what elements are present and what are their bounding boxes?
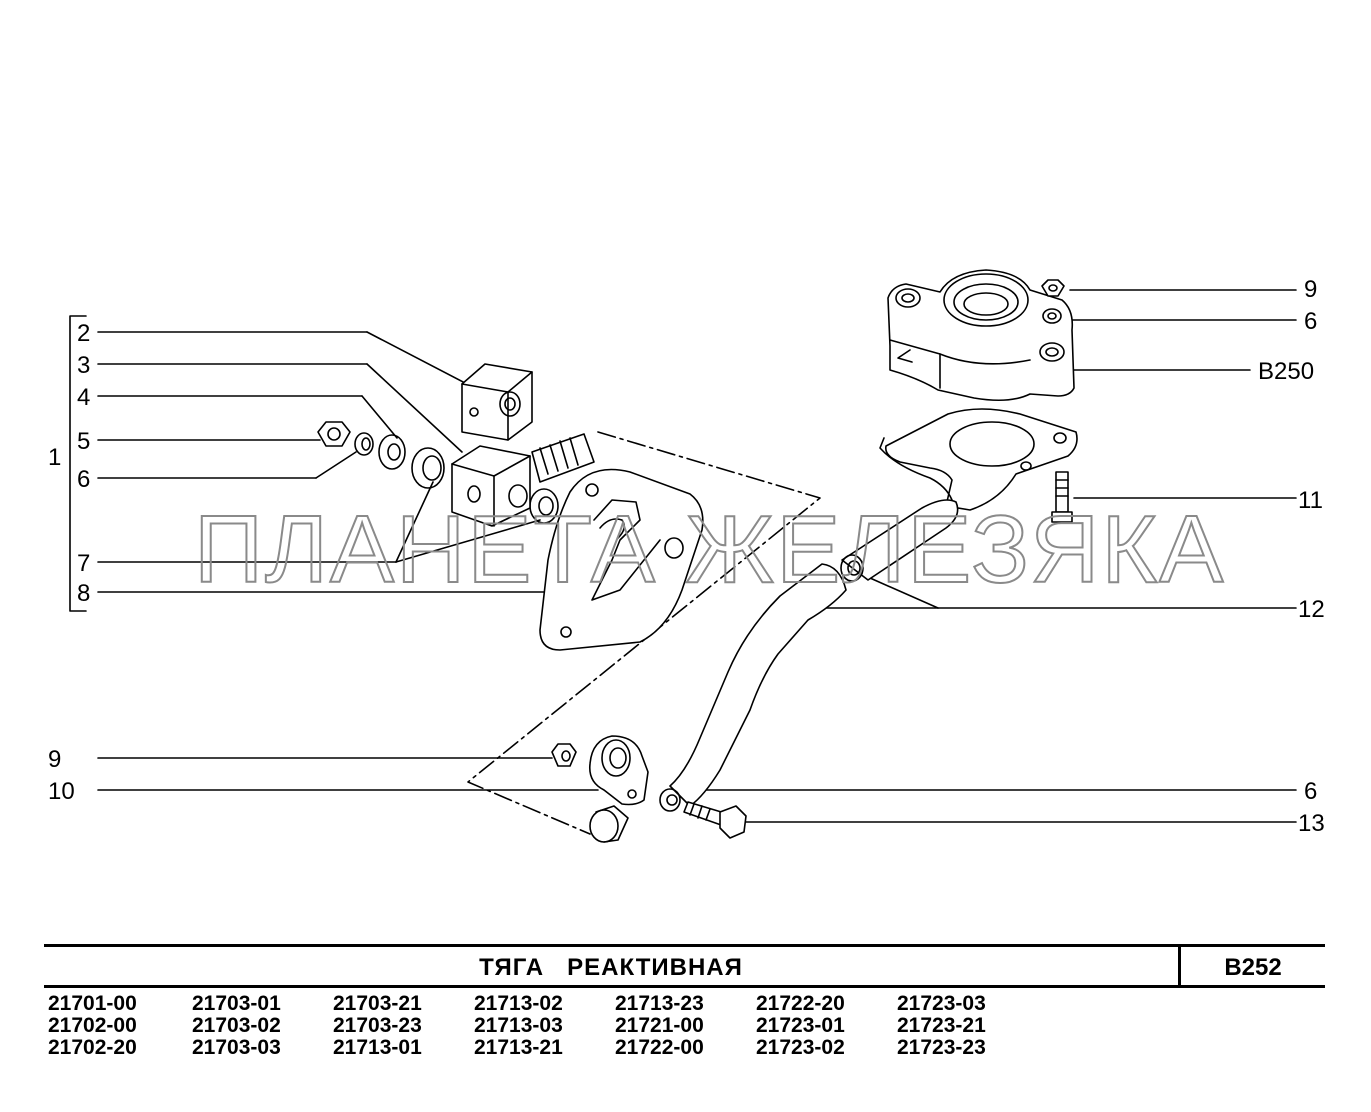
part-mount-b250 (887, 269, 1075, 402)
model-code: 21723-01 (756, 1014, 845, 1037)
model-code: 21702-20 (48, 1036, 137, 1059)
callout-6d: 6 (1304, 778, 1317, 805)
model-code: 21722-20 (756, 992, 845, 1015)
parts-diagram: ПЛАНЕТА ЖЕЛЕЗЯКА 2 3 4 5 1 6 7 8 9 6 B25… (48, 269, 1325, 843)
callout-9a: 9 (1304, 276, 1317, 303)
callout-11: 11 (1298, 487, 1323, 514)
title-separator (1178, 947, 1181, 985)
model-code: 21713-21 (474, 1036, 563, 1059)
model-code: 21723-23 (897, 1036, 986, 1059)
model-code: 21703-23 (333, 1014, 422, 1037)
model-code: 21703-03 (192, 1036, 281, 1059)
model-code: 21721-00 (615, 1014, 704, 1037)
callout-12: 12 (1298, 596, 1325, 623)
model-code: 21703-02 (192, 1014, 281, 1037)
part-nut-9a (1041, 279, 1065, 297)
model-code: 21713-02 (474, 992, 563, 1015)
part-washer-6c (1042, 308, 1062, 324)
callout-2: 2 (77, 320, 90, 347)
model-code: 21722-00 (615, 1036, 704, 1059)
callout-3: 3 (77, 352, 90, 379)
part-washer-6a (354, 432, 374, 456)
callout-9b: 9 (48, 746, 61, 773)
part-bushing-bottom (589, 805, 629, 843)
part-clamp-10 (588, 735, 649, 806)
part-washer-4 (378, 434, 406, 470)
page-code: B252 (1224, 954, 1282, 981)
part-rod-12 (669, 408, 1078, 807)
model-code: 21723-21 (897, 1014, 986, 1037)
part-bracket (451, 433, 595, 527)
diagram-title: ТЯГА РЕАКТИВНАЯ (479, 954, 743, 981)
model-code: 21723-02 (756, 1036, 845, 1059)
model-code: 21703-21 (333, 992, 422, 1015)
callout-13: 13 (1298, 810, 1325, 837)
part-washer-6d (659, 788, 681, 812)
callout-1: 1 (48, 444, 61, 471)
model-code: 21723-03 (897, 992, 986, 1015)
model-code: 21713-23 (615, 992, 704, 1015)
group-bracket (69, 315, 87, 612)
callout-7: 7 (77, 550, 90, 577)
callout-10: 10 (48, 778, 75, 805)
model-code: 21713-03 (474, 1014, 563, 1037)
part-nut-5 (317, 421, 351, 447)
model-code: 21702-00 (48, 1014, 137, 1037)
callout-8: 8 (77, 580, 90, 607)
callout-b250: B250 (1258, 358, 1314, 385)
callout-4: 4 (77, 384, 90, 411)
part-plate (539, 468, 704, 651)
part-bolt-13 (683, 801, 747, 839)
callout-6c: 6 (1304, 308, 1317, 335)
part-bolt-11 (1051, 471, 1073, 523)
title-row: ТЯГА РЕАКТИВНАЯ B252 (44, 944, 1325, 988)
callout-5: 5 (77, 428, 90, 455)
callout-6a: 6 (77, 466, 90, 493)
part-nut-9b (551, 743, 577, 767)
model-code: 21703-01 (192, 992, 281, 1015)
part-block (461, 363, 533, 441)
watermark: ПЛАНЕТА ЖЕЛЕЗЯКА (194, 496, 1225, 603)
model-code: 21713-01 (333, 1036, 422, 1059)
model-code: 21701-00 (48, 992, 137, 1015)
